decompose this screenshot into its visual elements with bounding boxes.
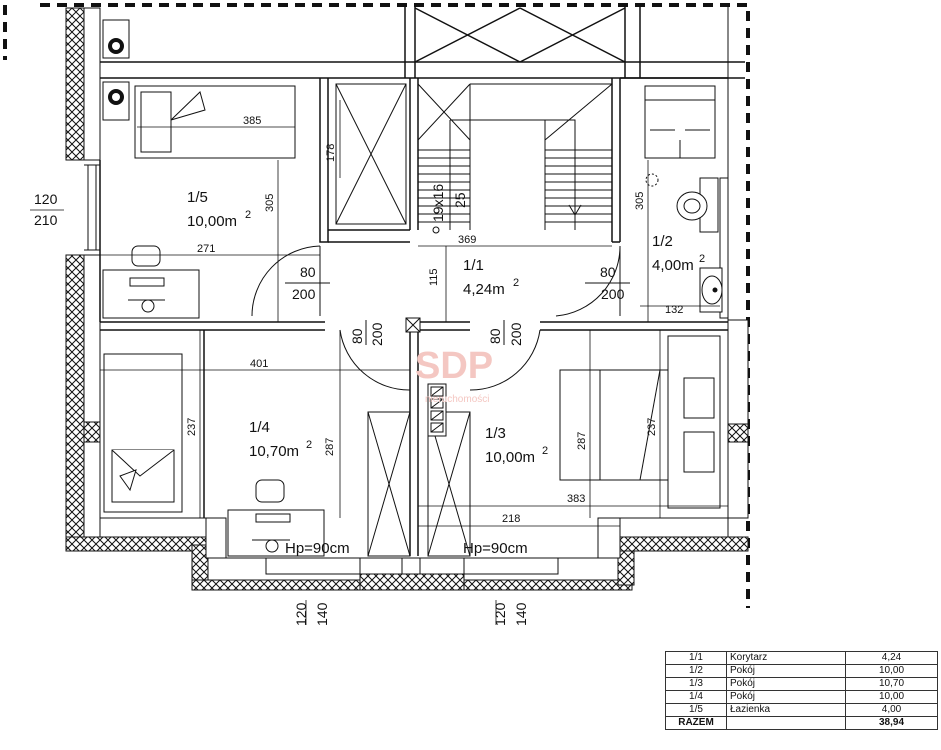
window-2-bottom: 140 — [314, 602, 330, 626]
row-area: 4,24 — [845, 651, 938, 665]
dim-132: 132 — [665, 304, 683, 316]
total-spacer — [726, 716, 846, 730]
staircase — [335, 83, 613, 234]
room-1-1-id: 1/1 — [463, 257, 484, 274]
switch-panel-icon — [427, 383, 447, 437]
table-row: 1/3 Pokój 10,70 — [665, 677, 938, 691]
table-row: 1/5 Łazienka 4,00 — [665, 703, 938, 717]
room-1-1-area: 4,24m — [463, 281, 505, 298]
table-row: 1/2 Pokój 10,00 — [665, 664, 938, 678]
dim-401: 401 — [250, 358, 268, 370]
dim-287-left: 287 — [324, 438, 336, 456]
table-row: 1/4 Pokój 10,00 — [665, 690, 938, 704]
stair-width: 25 — [452, 192, 468, 208]
row-area: 10,00 — [845, 690, 938, 704]
left-exterior-wall — [65, 7, 101, 551]
room-1-3-area-sup: 2 — [542, 445, 548, 457]
window-3-top: 120 — [492, 602, 508, 626]
row-name: Korytarz — [726, 651, 846, 665]
bed-icon — [103, 335, 721, 513]
room-1-3-area: 10,00m — [485, 449, 535, 466]
door-3-height: 200 — [369, 322, 385, 346]
shaft — [367, 411, 471, 557]
total-label: RAZEM — [665, 716, 727, 730]
room-1-4-area-sup: 2 — [306, 439, 312, 451]
door-3-width: 80 — [349, 328, 365, 344]
washer-icon — [102, 19, 130, 121]
room-1-5-area-sup: 2 — [245, 209, 251, 221]
row-number: 1/2 — [665, 664, 727, 678]
top-structure — [100, 5, 745, 79]
door-1-width: 80 — [300, 264, 316, 280]
row-number: 1/5 — [665, 703, 727, 717]
room-1-4-area: 10,70m — [249, 443, 299, 460]
dim-369: 369 — [458, 234, 476, 246]
dim-237-left: 237 — [186, 418, 198, 436]
room-1-2-id: 1/2 — [652, 233, 673, 250]
row-number: 1/1 — [665, 651, 727, 665]
dim-385: 385 — [243, 115, 261, 127]
area-table: 1/1 Korytarz 4,24 1/2 Pokój 10,00 1/3 Po… — [665, 651, 938, 730]
total-value: 38,94 — [845, 716, 938, 730]
table-total-row: RAZEM 38,94 — [665, 716, 938, 730]
door-2-width: 80 — [600, 264, 616, 280]
door-4-width: 80 — [487, 328, 503, 344]
room-1-5-area: 10,00m — [187, 213, 237, 230]
door-4-height: 200 — [508, 322, 524, 346]
window-2-top: 120 — [293, 602, 309, 626]
sofa-icon — [134, 85, 296, 159]
room-1-2-area-sup: 2 — [699, 253, 705, 265]
dim-178: 178 — [325, 144, 337, 162]
room-1-5-id: 1/5 — [187, 189, 208, 206]
dim-383: 383 — [567, 493, 585, 505]
watermark-logo: SDP — [415, 345, 493, 387]
row-number: 1/4 — [665, 690, 727, 704]
bottom-exterior-wall — [65, 517, 749, 591]
table-row: 1/1 Korytarz 4,24 — [665, 651, 938, 665]
dimension-lines — [30, 100, 728, 625]
sill-height-left: Hp=90cm — [285, 540, 350, 557]
stair-steps: 19x16 — [430, 184, 446, 222]
dim-287-right: 287 — [576, 432, 588, 450]
row-area: 10,70 — [845, 677, 938, 691]
right-exterior-wall — [719, 5, 749, 519]
dim-115: 115 — [428, 268, 440, 286]
row-area: 4,00 — [845, 703, 938, 717]
dim-271: 271 — [197, 243, 215, 255]
window-3-bottom: 140 — [513, 602, 529, 626]
sill-height-right: Hp=90cm — [463, 540, 528, 557]
dim-218: 218 — [502, 513, 520, 525]
desk-icon — [102, 245, 325, 557]
door-2-height: 200 — [601, 286, 625, 302]
row-area: 10,00 — [845, 664, 938, 678]
window-1-bottom: 210 — [34, 212, 58, 228]
door-swings — [251, 245, 621, 391]
row-name: Pokój — [726, 664, 846, 678]
row-name: Łazienka — [726, 703, 846, 717]
row-name: Pokój — [726, 690, 846, 704]
window-1-top: 120 — [34, 191, 58, 207]
dim-305-right: 305 — [634, 192, 646, 210]
chimney-icon — [405, 317, 421, 333]
bathroom-fixtures — [644, 85, 723, 313]
watermark-subtitle: nieruchomości — [425, 394, 489, 405]
row-name: Pokój — [726, 677, 846, 691]
room-1-2-area: 4,00m — [652, 257, 694, 274]
row-number: 1/3 — [665, 677, 727, 691]
dim-305-left: 305 — [264, 194, 276, 212]
door-1-height: 200 — [292, 286, 316, 302]
room-1-3-id: 1/3 — [485, 425, 506, 442]
room-1-4-id: 1/4 — [249, 419, 270, 436]
dim-237-right: 237 — [646, 418, 658, 436]
room-1-1-area-sup: 2 — [513, 277, 519, 289]
